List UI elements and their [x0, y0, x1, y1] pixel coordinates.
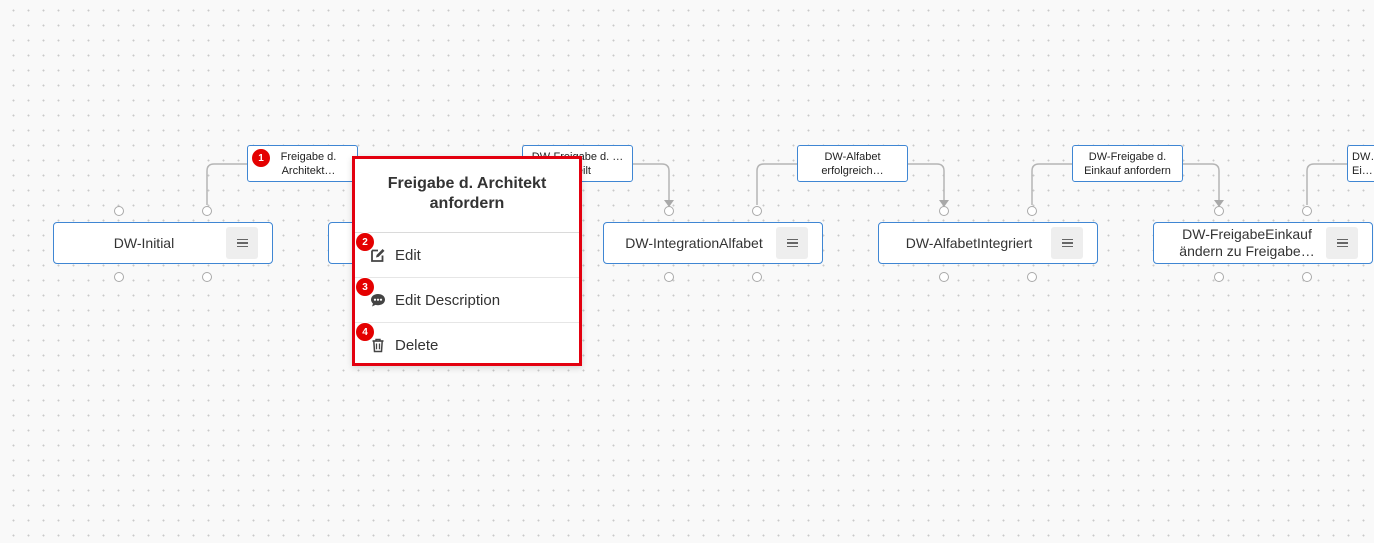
node-port[interactable] — [114, 206, 124, 216]
state-node-dw-initial[interactable]: DW-Initial — [53, 222, 273, 264]
transition-label-text: DW… Ei… — [1352, 150, 1374, 177]
node-menu-button[interactable] — [776, 227, 808, 259]
node-port[interactable] — [664, 206, 674, 216]
state-node-dw-alfabet-integriert[interactable]: DW-AlfabetIntegriert — [878, 222, 1098, 264]
trash-icon — [370, 337, 386, 353]
transition-label-text: DW-Alfabet erfolgreich… — [821, 150, 884, 177]
annotation-marker: 4 — [355, 322, 375, 342]
annotation-marker: 3 — [355, 277, 375, 297]
transition-label-text: Freigabe d. Architekt… — [280, 150, 337, 177]
edit-description-menu-item[interactable]: 3 Edit Description — [355, 277, 579, 323]
state-node-label: DW-FreigabeEinkauf ändern zu Freigabe… — [1179, 226, 1315, 259]
edit-menu-label: Edit — [395, 246, 421, 264]
edge-3 — [756, 163, 798, 205]
edge-1 — [206, 163, 248, 205]
comment-icon — [370, 292, 386, 308]
menu-icon — [1336, 238, 1348, 248]
edge-5 — [1306, 163, 1348, 205]
node-port[interactable] — [752, 206, 762, 216]
node-port[interactable] — [114, 272, 124, 282]
arrowhead-2 — [939, 200, 949, 207]
node-port[interactable] — [1027, 206, 1037, 216]
transition-label[interactable]: DW-Freigabe d. Einkauf anfordern — [1072, 145, 1183, 182]
node-port[interactable] — [664, 272, 674, 282]
context-menu-title: Freigabe d. Architekt anfordern — [355, 159, 579, 233]
node-port[interactable] — [1027, 272, 1037, 282]
state-node-label: DW-AlfabetIntegriert — [905, 234, 1033, 251]
edge-4 — [1031, 163, 1073, 205]
node-port[interactable] — [202, 206, 212, 216]
transition-label[interactable]: DW… Ei… — [1347, 145, 1374, 182]
menu-icon — [786, 238, 798, 248]
node-port[interactable] — [1302, 206, 1312, 216]
edge-3b — [908, 163, 945, 204]
node-port[interactable] — [1214, 206, 1224, 216]
node-port[interactable] — [939, 272, 949, 282]
state-node-dw-integration-alfabet[interactable]: DW-IntegrationAlfabet — [603, 222, 823, 264]
node-menu-button[interactable] — [226, 227, 258, 259]
edge-2 — [633, 163, 670, 204]
transition-context-menu: Freigabe d. Architekt anfordern 2 Edit 3 — [352, 156, 582, 366]
state-node-label: DW-IntegrationAlfabet — [625, 234, 763, 251]
node-port[interactable] — [1214, 272, 1224, 282]
delete-menu-item[interactable]: 4 Delete — [355, 322, 579, 367]
node-menu-button[interactable] — [1051, 227, 1083, 259]
arrowhead-3 — [1214, 200, 1224, 207]
node-port[interactable] — [1302, 272, 1312, 282]
edit-icon — [370, 247, 386, 263]
annotation-marker: 2 — [355, 232, 375, 252]
arrowhead-1 — [664, 200, 674, 207]
node-menu-button[interactable] — [1326, 227, 1358, 259]
annotation-marker: 1 — [251, 148, 271, 168]
menu-icon — [236, 238, 248, 248]
state-node-dw-freigabe-einkauf[interactable]: DW-FreigabeEinkauf ändern zu Freigabe… — [1153, 222, 1373, 264]
node-port[interactable] — [202, 272, 212, 282]
edge-4b — [1183, 163, 1220, 204]
delete-menu-label: Delete — [395, 336, 439, 354]
menu-icon — [1061, 238, 1073, 248]
transition-label-text: DW-Freigabe d. Einkauf anfordern — [1084, 150, 1171, 177]
state-node-label: DW-Initial — [113, 234, 175, 251]
node-port[interactable] — [939, 206, 949, 216]
node-port[interactable] — [752, 272, 762, 282]
transition-label[interactable]: DW-Alfabet erfolgreich… — [797, 145, 908, 182]
edit-menu-item[interactable]: 2 Edit — [355, 232, 579, 278]
edit-description-menu-label: Edit Description — [395, 291, 501, 309]
